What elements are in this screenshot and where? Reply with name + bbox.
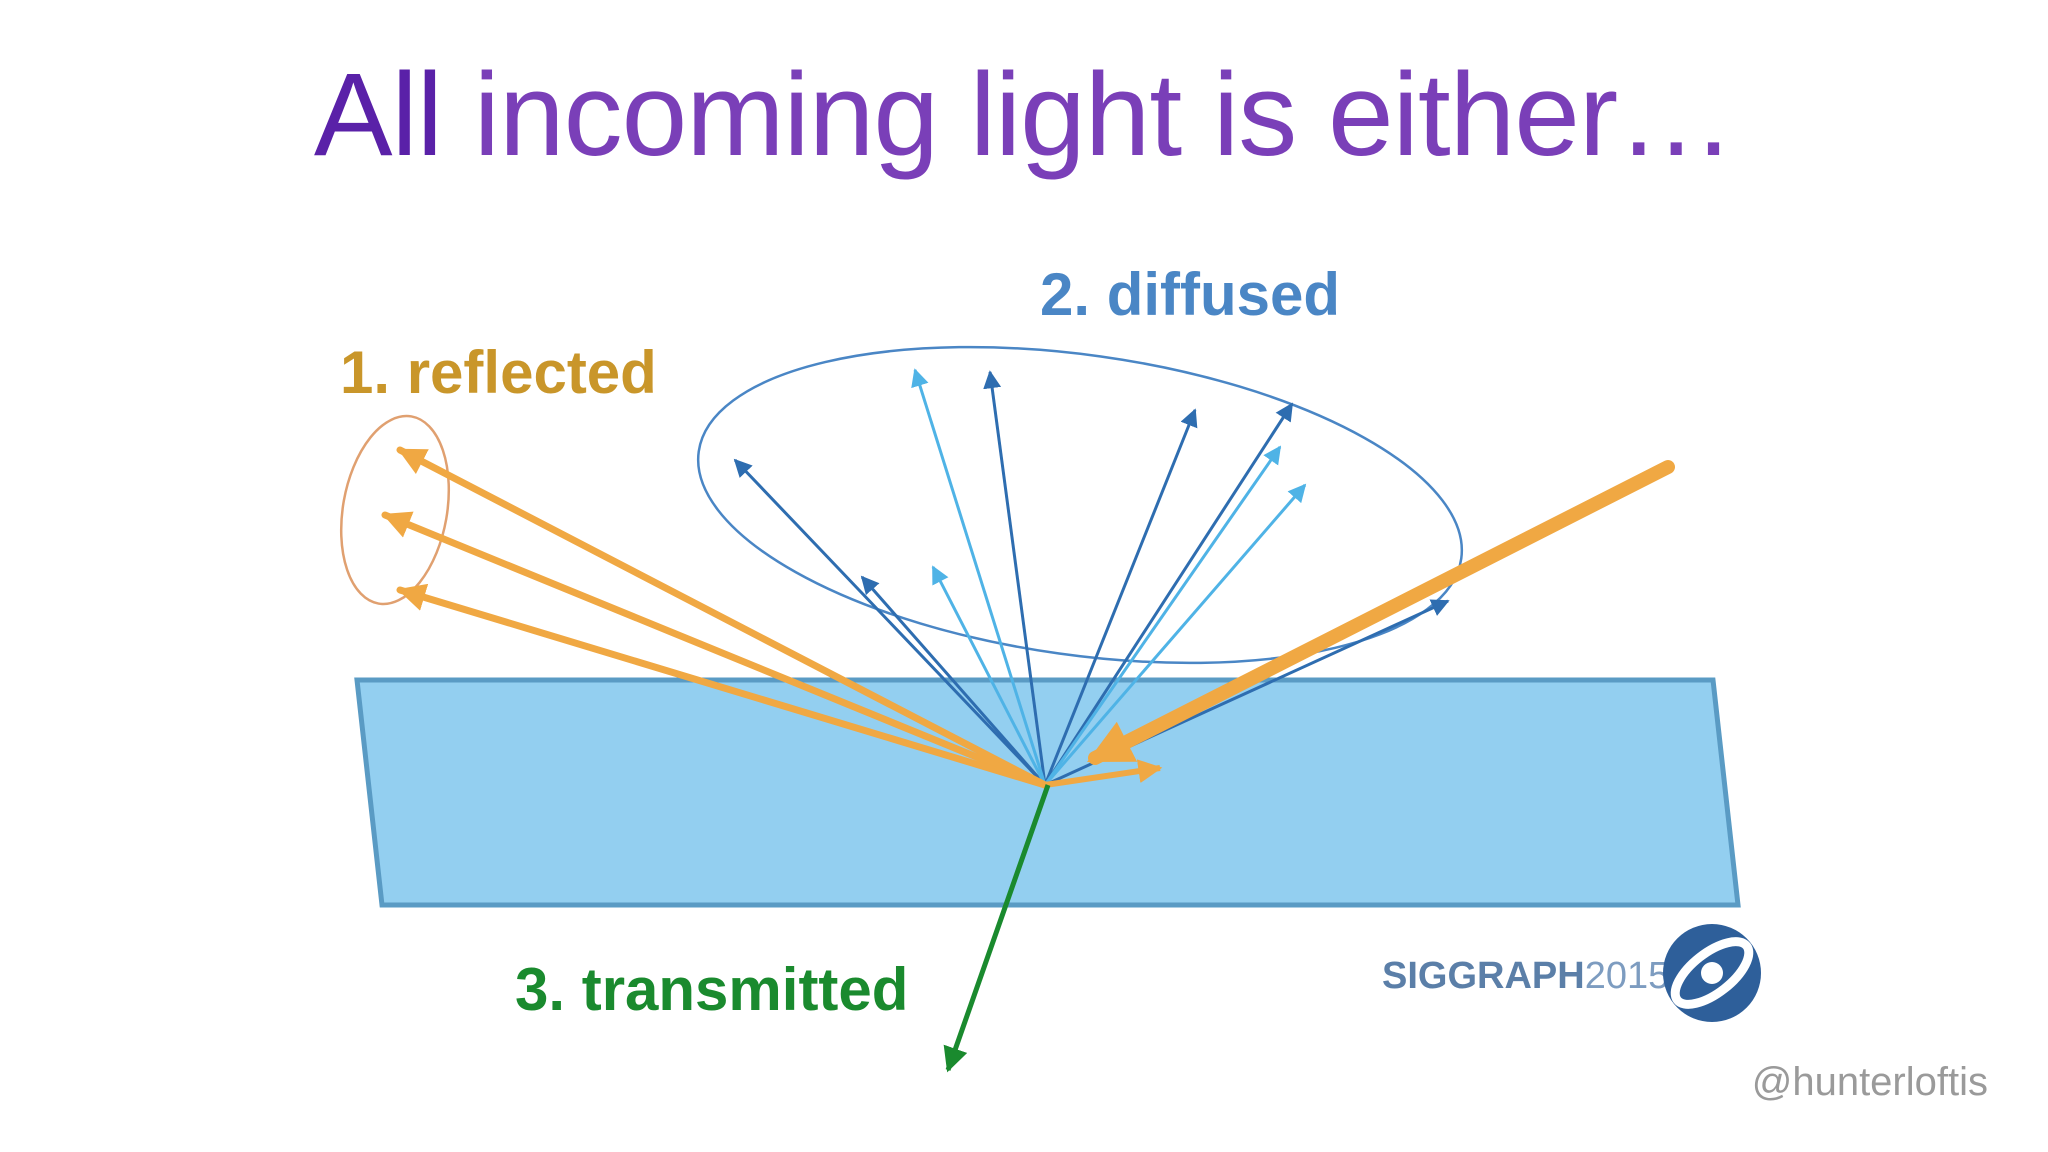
title-rest: incoming light is either… [441, 49, 1735, 181]
author-credit: @hunterloftis [1751, 1060, 1988, 1104]
reflected-ray [381, 511, 1049, 789]
siggraph-logo-name: SIGGRAPH2015 [1382, 955, 1669, 997]
diffusion-lobe [696, 345, 1464, 665]
label-reflected: 1. reflected [340, 339, 657, 406]
slide-title: All incoming light is either… [0, 40, 2048, 190]
diffused-ray [1043, 402, 1294, 786]
title-emphasis: All [313, 49, 443, 181]
siggraph-logo-year: 2015 [1585, 955, 1670, 997]
diffused-ray [911, 368, 1047, 786]
incoming-light-ray [1087, 460, 1675, 765]
transmitted-ray [943, 784, 1051, 1073]
specular-ray [1044, 759, 1163, 788]
label-transmitted: 3. transmitted [515, 956, 908, 1023]
diffused-ray [860, 575, 1047, 786]
diffused-ray [931, 565, 1047, 786]
reflection-lobe [339, 414, 451, 606]
label-diffused: 2. diffused [1040, 261, 1340, 328]
reflected-ray [396, 583, 1049, 789]
diffused-ray [733, 458, 1047, 787]
siggraph-logo: SIGGRAPH2015 [1382, 924, 1761, 1022]
diffused-ray [983, 370, 1047, 786]
diffused-ray [1043, 408, 1198, 786]
reflected-rays [381, 446, 1049, 789]
reflected-ray [396, 446, 1049, 789]
diffused-ray [1043, 445, 1282, 786]
